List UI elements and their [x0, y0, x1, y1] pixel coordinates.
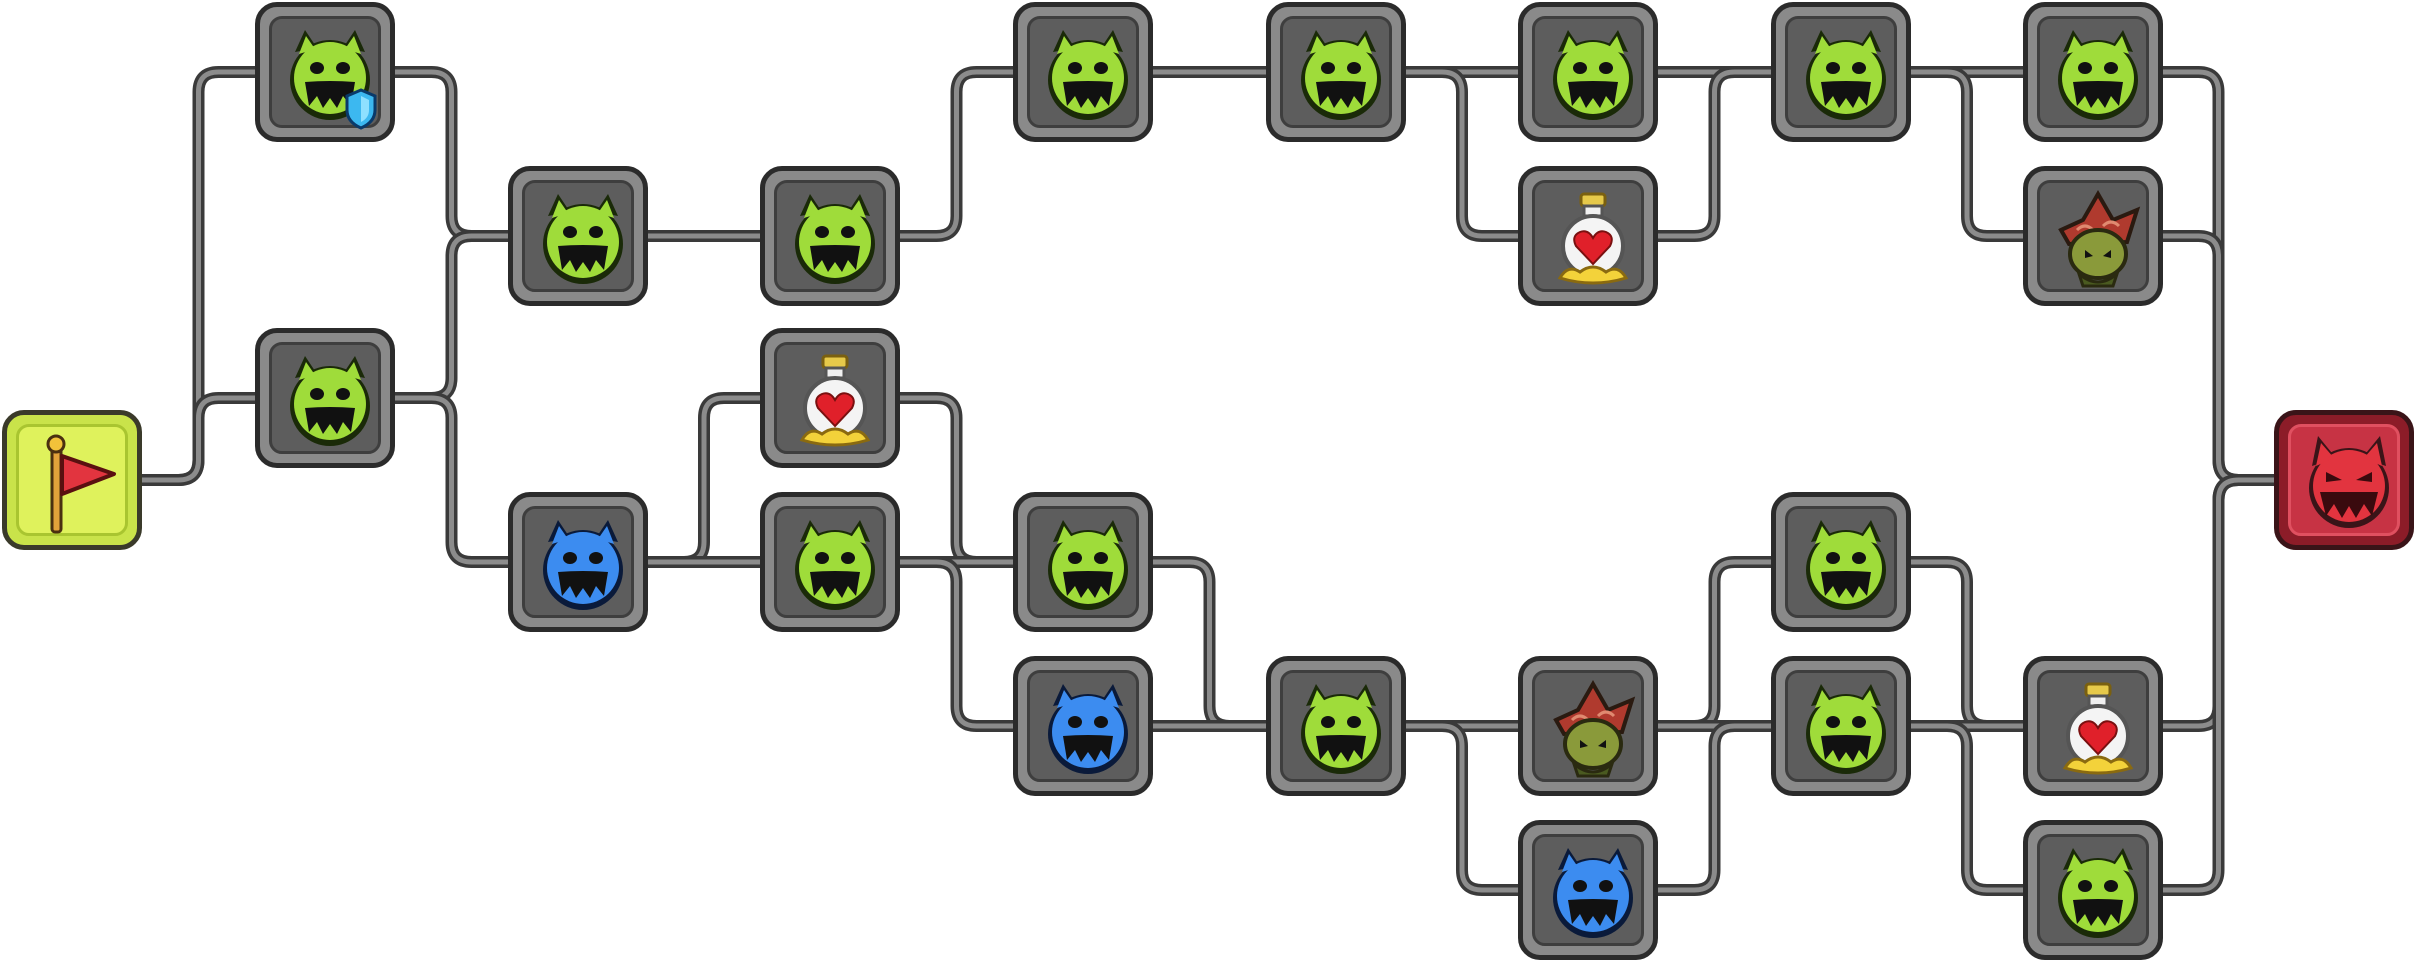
enemy-node[interactable]: [1518, 2, 1658, 142]
green-monster-icon: [1538, 22, 1648, 132]
blue-monster-icon: [1033, 676, 1143, 786]
map-path: [2163, 236, 2274, 480]
goblin-icon: [2043, 186, 2153, 296]
enemy-node[interactable]: [508, 492, 648, 632]
boss-node[interactable]: [2274, 410, 2414, 550]
heart-potion-icon: [2043, 676, 2153, 786]
map-path: [1911, 72, 2023, 236]
map-path: [1153, 562, 1266, 726]
elite-node[interactable]: [2023, 166, 2163, 306]
green-monster-icon: [2043, 22, 2153, 132]
shield-icon: [275, 22, 385, 132]
potion-node[interactable]: [2023, 656, 2163, 796]
enemy-node[interactable]: [255, 2, 395, 142]
enemy-node[interactable]: [1013, 2, 1153, 142]
green-monster-icon: [528, 186, 638, 296]
enemy-node[interactable]: [1013, 492, 1153, 632]
map-path: [1658, 726, 1771, 890]
green-monster-icon: [275, 348, 385, 458]
map-path: [900, 398, 1013, 562]
map-path: [2163, 480, 2274, 890]
map-path: [395, 236, 508, 398]
enemy-node[interactable]: [1771, 2, 1911, 142]
map-path: [1658, 72, 1771, 236]
heart-potion-icon: [780, 348, 890, 458]
start-node[interactable]: [2, 410, 142, 550]
enemy-node[interactable]: [255, 328, 395, 468]
map-path: [648, 398, 760, 562]
enemy-node[interactable]: [1518, 820, 1658, 960]
map-path: [1911, 562, 2023, 726]
goblin-icon: [1538, 676, 1648, 786]
green-monster-icon: [1791, 512, 1901, 622]
map-path: [1406, 72, 1518, 236]
heart-potion-icon: [1538, 186, 1648, 296]
enemy-node[interactable]: [1013, 656, 1153, 796]
map-path: [1658, 562, 1771, 726]
map-path: [395, 398, 508, 562]
enemy-node[interactable]: [1771, 656, 1911, 796]
potion-node[interactable]: [1518, 166, 1658, 306]
blue-monster-icon: [1538, 840, 1648, 950]
green-monster-icon: [1791, 22, 1901, 132]
map-path: [395, 72, 508, 236]
map-path: [900, 72, 1013, 236]
green-monster-icon: [1286, 676, 1396, 786]
map-path: [1911, 726, 2023, 890]
green-monster-icon: [1286, 22, 1396, 132]
enemy-node[interactable]: [760, 492, 900, 632]
green-monster-icon: [1791, 676, 1901, 786]
red-boss-icon: [2294, 430, 2404, 540]
map-path: [1406, 726, 1518, 890]
enemy-node[interactable]: [2023, 2, 2163, 142]
elite-node[interactable]: [1518, 656, 1658, 796]
green-monster-icon: [2043, 840, 2153, 950]
green-monster-icon: [780, 512, 890, 622]
green-monster-icon: [780, 186, 890, 296]
enemy-node[interactable]: [1266, 656, 1406, 796]
enemy-node[interactable]: [760, 166, 900, 306]
map-path: [900, 562, 1013, 726]
blue-monster-icon: [528, 512, 638, 622]
flag-icon: [22, 430, 132, 540]
green-monster-icon: [1033, 22, 1143, 132]
enemy-node[interactable]: [1266, 2, 1406, 142]
enemy-node[interactable]: [1771, 492, 1911, 632]
map-path: [142, 398, 255, 480]
green-monster-icon: [1033, 512, 1143, 622]
potion-node[interactable]: [760, 328, 900, 468]
enemy-node[interactable]: [2023, 820, 2163, 960]
enemy-node[interactable]: [508, 166, 648, 306]
